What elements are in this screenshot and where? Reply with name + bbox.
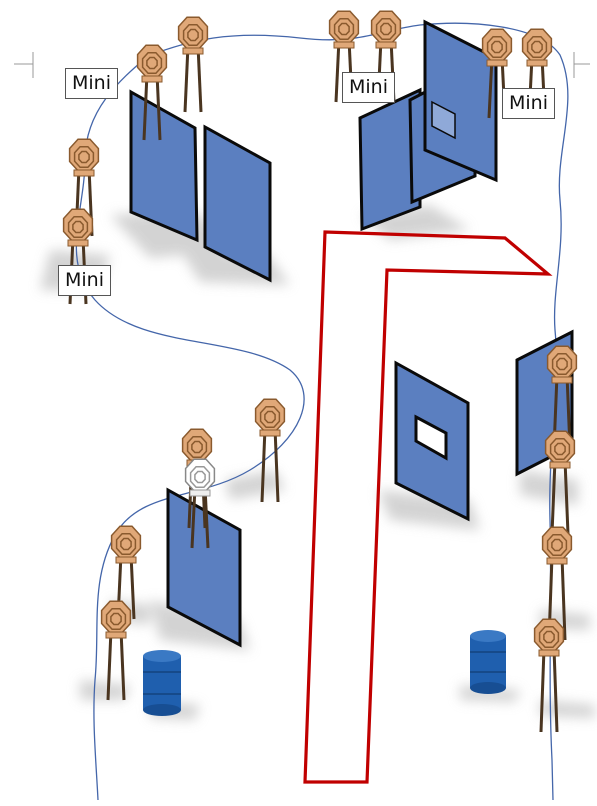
target-ring xyxy=(182,24,204,46)
steel-target xyxy=(254,398,286,503)
wall-top-left-1 xyxy=(129,89,199,243)
mini-label-top-left: Mini xyxy=(65,68,118,99)
target-ring xyxy=(146,56,158,70)
target-ring xyxy=(556,357,568,371)
target-ring xyxy=(189,466,211,488)
target-base xyxy=(73,169,95,177)
wall-windows xyxy=(414,100,456,461)
wall-top-center-1 xyxy=(358,87,422,232)
steel-target xyxy=(481,28,513,119)
mini-label-left: Mini xyxy=(58,265,111,296)
target-ring xyxy=(72,220,84,234)
mini-label-top-center: Mini xyxy=(342,72,395,103)
target-base xyxy=(538,649,560,657)
window-center-right xyxy=(414,414,448,461)
target-stand-leg xyxy=(552,642,559,733)
target-base xyxy=(67,239,89,247)
white-steel-target xyxy=(184,458,216,549)
steel-target xyxy=(136,44,168,141)
barrels xyxy=(143,630,506,716)
target-ring xyxy=(73,146,95,168)
target-base xyxy=(182,47,204,55)
wall-bottom-left xyxy=(166,487,242,648)
crop-marks xyxy=(14,52,590,78)
fault-line-boundary xyxy=(303,230,553,784)
wall-top-left-2 xyxy=(203,124,272,283)
target-ring xyxy=(187,28,199,42)
target-ring xyxy=(120,537,132,551)
target-ring xyxy=(380,22,392,36)
target-ring xyxy=(105,608,127,630)
target-ring xyxy=(526,36,548,58)
target-ring xyxy=(546,534,568,556)
target-ring xyxy=(115,533,137,555)
movement-path-line xyxy=(75,22,569,801)
target-ring xyxy=(194,470,206,484)
target-ring xyxy=(549,438,571,460)
window-top-right xyxy=(431,100,456,140)
mini-label-top-right: Mini xyxy=(502,88,555,119)
target-ring xyxy=(264,410,276,424)
target-ring xyxy=(531,40,543,54)
target-base xyxy=(549,461,571,469)
steel-target xyxy=(100,600,132,701)
target-base xyxy=(333,41,355,49)
barrel-right xyxy=(470,630,506,694)
target-stand-leg xyxy=(560,550,567,641)
target-ring xyxy=(486,36,508,58)
target-base xyxy=(486,59,508,67)
target-base xyxy=(105,631,127,639)
target-base xyxy=(375,41,397,49)
target-base xyxy=(141,75,163,83)
target-ring xyxy=(191,440,203,454)
steel-target xyxy=(68,138,100,237)
target-base xyxy=(189,489,211,497)
target-ring xyxy=(141,52,163,74)
target-ring xyxy=(333,18,355,40)
target-ring xyxy=(67,216,89,238)
target-ring xyxy=(491,40,503,54)
target-ring xyxy=(551,353,573,375)
barrel-left xyxy=(143,650,181,716)
steel-target xyxy=(533,618,565,733)
target-ring xyxy=(78,150,90,164)
target-stand-leg xyxy=(539,642,546,733)
target-base xyxy=(115,556,137,564)
steel-target xyxy=(177,16,209,113)
steel-target xyxy=(544,430,576,535)
target-ring xyxy=(186,436,208,458)
target-ring xyxy=(259,406,281,428)
steel-target xyxy=(521,28,553,119)
target-ring xyxy=(538,626,560,648)
target-ring xyxy=(338,22,350,36)
target-base xyxy=(526,59,548,67)
target-ring xyxy=(543,630,555,644)
target-base xyxy=(546,557,568,565)
target-base xyxy=(259,429,281,437)
target-ring xyxy=(375,18,397,40)
target-ring xyxy=(554,442,566,456)
target-ring xyxy=(110,612,122,626)
target-base xyxy=(551,376,573,384)
wall-top-right xyxy=(423,19,498,183)
target-ring xyxy=(551,538,563,552)
